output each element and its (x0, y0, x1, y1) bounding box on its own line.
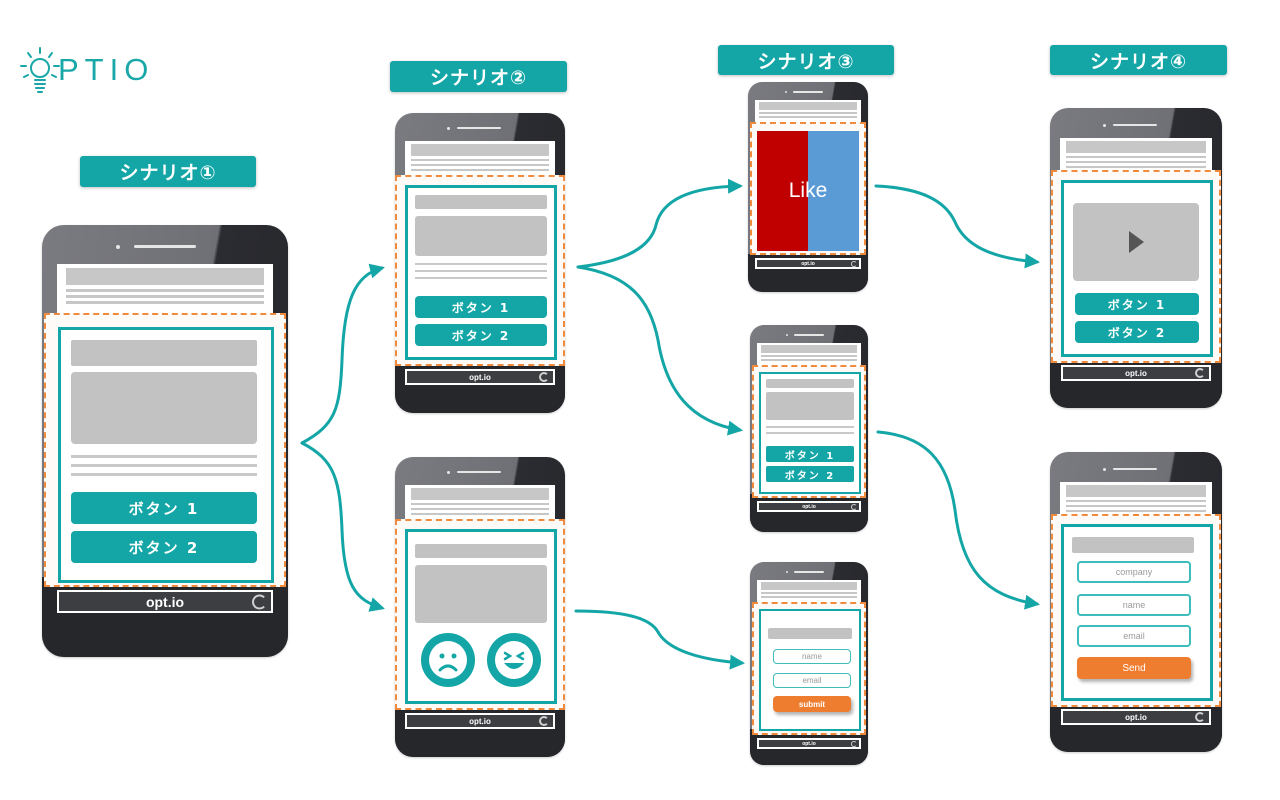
page-header (405, 141, 555, 177)
page-header (757, 343, 861, 367)
play-icon[interactable] (1127, 230, 1145, 254)
scenario-1-label: シナリオ① (80, 156, 256, 187)
scenario-3-label: シナリオ③ (718, 45, 894, 75)
scenario-2-label: シナリオ② (390, 61, 567, 92)
test-zone (395, 519, 565, 710)
send-button[interactable]: Send (1077, 657, 1191, 679)
button-2[interactable]: ボタン 2 (766, 466, 854, 482)
page-header (1060, 482, 1212, 518)
arrow-s2-to-s3-buttons (576, 265, 743, 436)
url-text: opt.io (802, 503, 816, 510)
arrow-s1-to-s2-buttons (300, 263, 385, 445)
url-bar[interactable]: opt.io (57, 590, 273, 613)
test-zone: Like (750, 122, 866, 255)
phone-scenario-3-buttons: ボタン 1 ボタン 2 opt.io (750, 325, 868, 532)
name-field[interactable]: name (1077, 594, 1191, 616)
laughing-face-icon[interactable] (487, 633, 541, 687)
reload-icon[interactable] (1195, 712, 1205, 722)
video-player[interactable] (1073, 203, 1199, 281)
arrow-s2-to-s3-form (574, 609, 745, 670)
speaker (134, 245, 196, 248)
url-text: opt.io (801, 260, 815, 267)
content-frame: ボタン 1 ボタン 2 (58, 327, 274, 583)
arrow-s3-to-s4-video (874, 184, 1040, 269)
name-field[interactable]: name (773, 649, 851, 664)
company-field[interactable]: company (1077, 561, 1191, 583)
url-text: opt.io (1125, 368, 1147, 378)
reload-icon[interactable] (851, 740, 857, 747)
page-header (757, 580, 861, 604)
test-zone: name email submit (752, 602, 866, 735)
url-bar[interactable]: opt.io (1061, 709, 1211, 725)
phone-scenario-2-faces: opt.io (395, 457, 565, 757)
like-text: Like (788, 179, 828, 202)
button-1[interactable]: ボタン 1 (415, 296, 547, 318)
like-banner[interactable]: Like (757, 131, 859, 251)
button-1[interactable]: ボタン 1 (1075, 293, 1199, 315)
page-header (57, 264, 273, 316)
url-bar[interactable]: opt.io (405, 713, 555, 729)
page-header (405, 485, 555, 521)
url-text: opt.io (469, 372, 491, 382)
url-text: opt.io (145, 593, 185, 610)
url-bar[interactable]: opt.io (757, 738, 861, 749)
page-header (755, 100, 861, 124)
button-2[interactable]: ボタン 2 (71, 531, 257, 563)
submit-button[interactable]: submit (773, 696, 851, 712)
phone-scenario-4-video: ボタン 1 ボタン 2 opt.io (1050, 108, 1222, 408)
url-bar[interactable]: opt.io (757, 501, 861, 512)
phone-scenario-1: ボタン 1 ボタン 2 opt.io (42, 225, 288, 657)
email-field[interactable]: email (1077, 625, 1191, 647)
reload-icon[interactable] (539, 716, 549, 726)
phone-scenario-4-form: company name email Send opt.io (1050, 452, 1222, 752)
content-frame: ボタン 1 ボタン 2 (405, 185, 557, 360)
reload-icon[interactable] (851, 503, 857, 510)
sad-face-icon[interactable] (421, 633, 475, 687)
content-frame: name email submit (759, 609, 861, 731)
email-field[interactable]: email (773, 673, 851, 688)
content-frame: ボタン 1 ボタン 2 (759, 372, 861, 494)
content-frame (405, 529, 557, 704)
phone-scenario-3-form: name email submit opt.io (750, 562, 868, 765)
button-2[interactable]: ボタン 2 (415, 324, 547, 346)
button-2[interactable]: ボタン 2 (1075, 321, 1199, 343)
scenario-4-label: シナリオ④ (1050, 45, 1227, 75)
logo-wordmark: PTIO (58, 52, 155, 87)
url-bar[interactable]: opt.io (405, 369, 555, 385)
content-frame: ボタン 1 ボタン 2 (1061, 180, 1213, 357)
reload-icon[interactable] (1195, 368, 1205, 378)
test-zone: ボタン 1 ボタン 2 (44, 313, 286, 587)
lightbulb-icon (20, 47, 60, 93)
button-1[interactable]: ボタン 1 (71, 492, 257, 524)
test-zone: ボタン 1 ボタン 2 (752, 365, 866, 498)
test-zone: company name email Send (1051, 514, 1221, 707)
optio-logo: PTIO (18, 44, 154, 96)
url-text: opt.io (802, 740, 816, 747)
test-zone: ボタン 1 ボタン 2 (1051, 170, 1221, 363)
phone-scenario-2-buttons: ボタン 1 ボタン 2 opt.io (395, 113, 565, 413)
camera-dot (116, 245, 120, 249)
button-1[interactable]: ボタン 1 (766, 446, 854, 462)
arrow-s1-to-s2-faces (300, 441, 385, 612)
reload-icon[interactable] (539, 372, 549, 382)
reload-icon[interactable] (252, 594, 267, 609)
page-header (1060, 138, 1212, 174)
url-text: opt.io (1125, 712, 1147, 722)
test-zone: ボタン 1 ボタン 2 (395, 175, 565, 366)
arrow-s2-to-s3-like (576, 178, 743, 269)
url-bar[interactable]: opt.io (1061, 365, 1211, 381)
reload-icon[interactable] (851, 260, 857, 267)
url-text: opt.io (469, 716, 491, 726)
phone-scenario-3-like: Like opt.io (748, 82, 868, 292)
arrow-s3-to-s4-form (876, 430, 1040, 610)
url-bar[interactable]: opt.io (755, 258, 861, 269)
content-frame: company name email Send (1061, 524, 1213, 701)
